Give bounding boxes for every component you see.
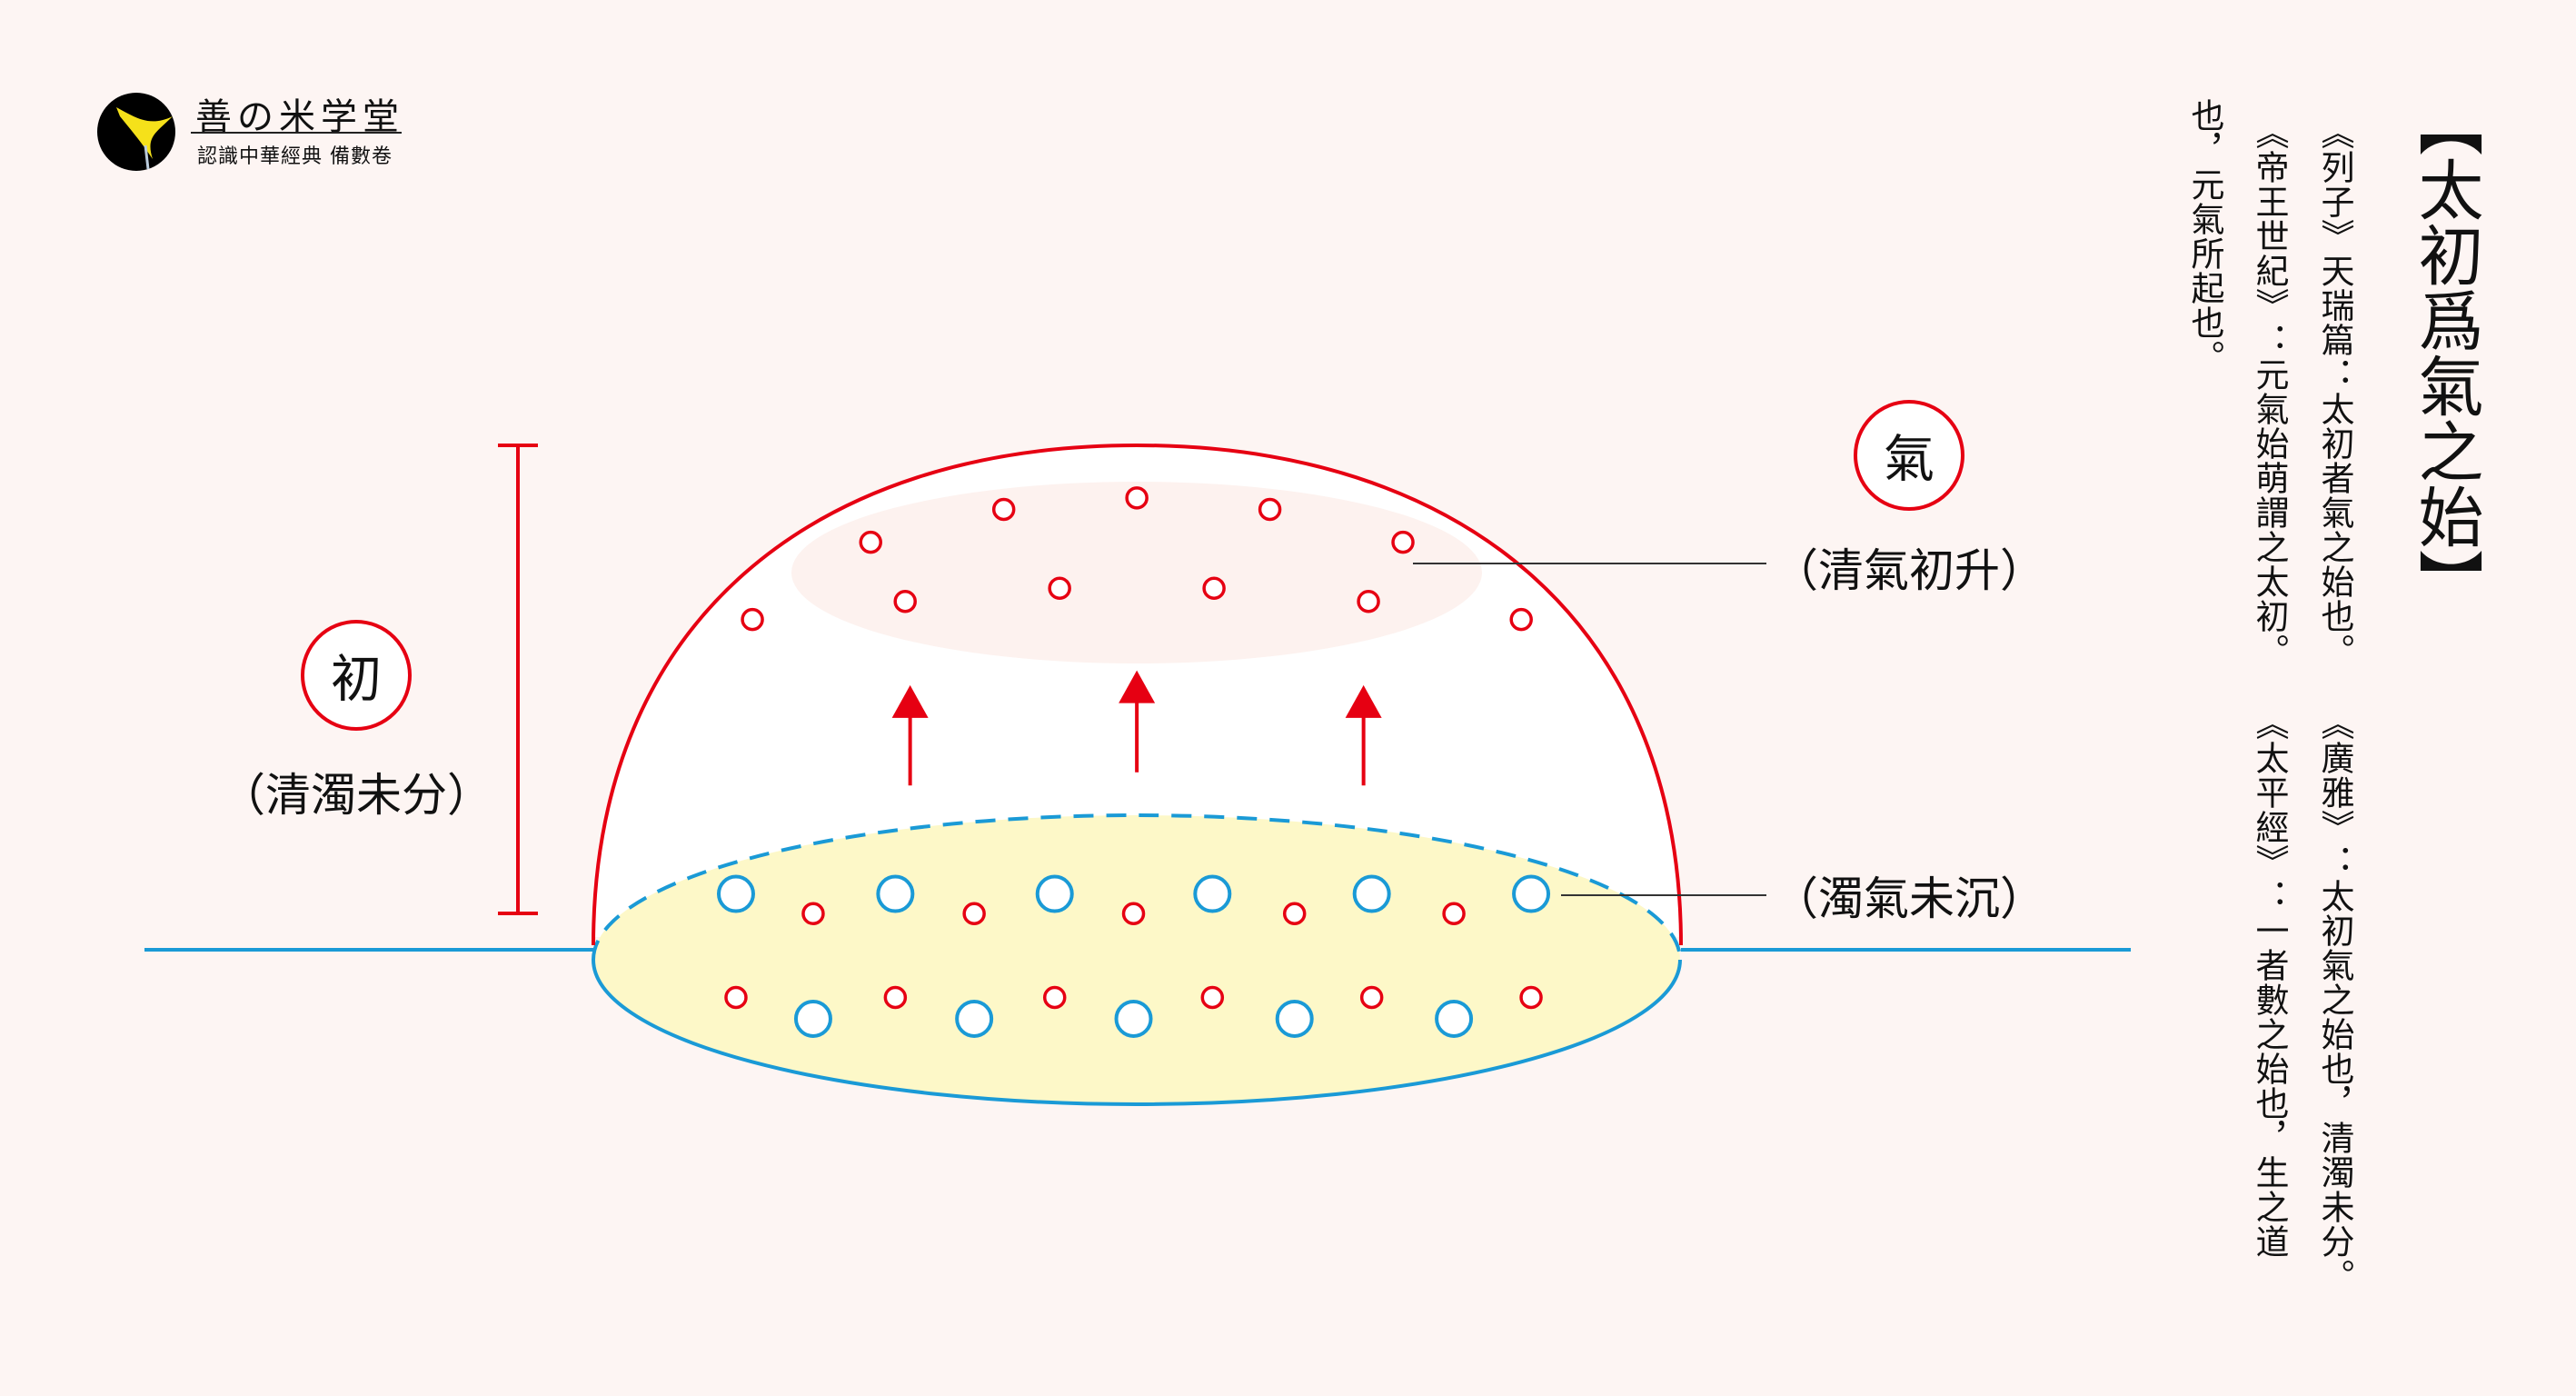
quote-liezi: 《列子》天瑞篇：太初者氣之始也。 bbox=[2315, 115, 2354, 668]
clear-qi-particle bbox=[1121, 902, 1146, 925]
rising-label: （清氣初升） bbox=[1773, 544, 2045, 597]
clear-qi-particle bbox=[1519, 985, 1543, 1010]
logo-subtitle: 認識中華經典 備數卷 bbox=[197, 145, 393, 168]
quote-taiping-jing: 《太平經》：一者數之始也，生之道 bbox=[2250, 706, 2289, 1259]
clear-qi-particle bbox=[883, 985, 908, 1010]
qi-badge: 氣 bbox=[1884, 430, 1934, 490]
turbid-qi-particle bbox=[1352, 874, 1391, 913]
clear-qi-particle bbox=[1200, 985, 1225, 1010]
chu-badge: 初 bbox=[331, 650, 382, 710]
extent-bar bbox=[498, 444, 538, 915]
dome-outline bbox=[592, 443, 1683, 946]
turbid-qi-particle bbox=[1512, 874, 1551, 913]
turbid-qi-particle bbox=[1114, 999, 1153, 1038]
clear-qi-particle bbox=[724, 985, 748, 1010]
clear-qi-particle bbox=[1282, 902, 1307, 925]
clear-qi-particle bbox=[859, 530, 882, 554]
clear-qi-particle bbox=[1442, 902, 1466, 925]
rising-arrow-icon bbox=[1119, 670, 1156, 703]
clear-qi-particle bbox=[1258, 497, 1282, 522]
chu-label: （清濁未分） bbox=[220, 769, 492, 822]
clear-qi-particle bbox=[1042, 985, 1067, 1010]
phoenix-shape bbox=[116, 107, 173, 159]
clear-qi-particle bbox=[801, 902, 825, 925]
clear-qi-region bbox=[791, 482, 1482, 663]
turbid-qi-particle bbox=[876, 874, 915, 913]
pool-top-dashed-edge bbox=[592, 813, 1682, 961]
clear-qi-particle bbox=[893, 589, 917, 613]
clear-qi-particle bbox=[1359, 985, 1384, 1010]
clear-qi-particle bbox=[1509, 607, 1533, 632]
pool-bottom-edge bbox=[592, 959, 1682, 1106]
turbid-qi-particle bbox=[716, 874, 755, 913]
clear-qi-particle bbox=[1048, 576, 1071, 601]
clear-qi-particle bbox=[1391, 530, 1415, 554]
turbid-qi-particle bbox=[1275, 999, 1314, 1038]
rising-arrow-icon bbox=[1345, 684, 1382, 718]
page-title: 【太初爲氣之始】 bbox=[2407, 91, 2483, 614]
turbid-qi-particle bbox=[1435, 999, 1474, 1038]
clear-qi-particle bbox=[1202, 576, 1226, 601]
turbid-qi-particle bbox=[955, 999, 994, 1038]
turbid-qi-particle bbox=[793, 999, 832, 1038]
turbid-qi-particle bbox=[1035, 874, 1074, 913]
quote-diwang-shiji: 《帝王世紀》：元氣始萌謂之太初。 bbox=[2250, 115, 2289, 668]
clear-qi-particle bbox=[1125, 486, 1149, 510]
rising-arrow-icon bbox=[891, 684, 929, 718]
clear-qi-particle bbox=[991, 497, 1016, 522]
turbid-qi-particle bbox=[1193, 874, 1232, 913]
qi-badge-circle bbox=[1854, 400, 1964, 511]
clear-qi-particle bbox=[962, 902, 986, 925]
quote-taiping-jing-cont: 也，元氣所起也。 bbox=[2185, 98, 2224, 374]
chu-badge-circle bbox=[301, 620, 412, 731]
turbid-qi-pool bbox=[593, 815, 1680, 1104]
clear-qi-particle bbox=[1357, 589, 1380, 613]
clear-qi-particle bbox=[741, 607, 764, 632]
logo-divider bbox=[191, 132, 402, 134]
quote-guangya: 《廣雅》：太初氣之始也，清濁未分。 bbox=[2315, 706, 2354, 1293]
sinking-label: （濁氣未沉） bbox=[1773, 872, 2045, 925]
logo-name: 善の米学堂 bbox=[195, 96, 404, 138]
